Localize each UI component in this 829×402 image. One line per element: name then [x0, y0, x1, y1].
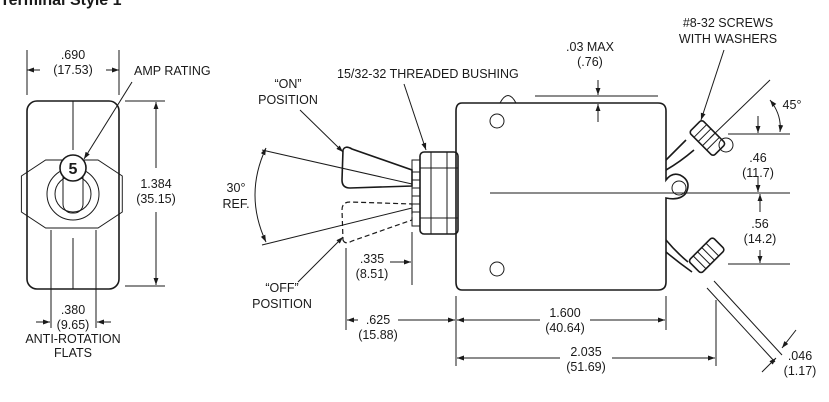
dim-046-in: .046 [788, 349, 812, 363]
on-position-label-line1: “ON” [274, 77, 301, 91]
amp-rating-badge [59, 154, 87, 182]
dim-56-mm: (14.2) [744, 232, 777, 246]
dim-625-mm: (15.88) [358, 328, 398, 342]
height-dimension-in: 1.384 [140, 177, 171, 191]
dim-046-mm: (1.17) [784, 364, 817, 378]
off-position-label-line2: POSITION [252, 297, 312, 311]
amp-rating-label: AMP RATING [134, 64, 211, 78]
breaker-body [455, 102, 689, 291]
on-position-label-line2: POSITION [258, 93, 318, 107]
width-dimension-in: .690 [61, 48, 85, 62]
front-view: 5 .690 (17.53) AMP RATING 1.384 (35.15) … [20, 48, 211, 360]
max-dimension-in: .03 MAX [566, 40, 615, 54]
dim-46-in: .46 [749, 151, 766, 165]
off-position-label-line1: “OFF” [265, 281, 298, 295]
flats-dimension-in: .380 [61, 303, 85, 317]
dim-1600-mm: (40.64) [545, 321, 585, 335]
side-view: 30° REF. “ON” POSITION “OFF” POSITION 15… [222, 16, 816, 378]
threaded-bushing-nut [419, 151, 459, 235]
angle-label: 30° [227, 181, 246, 195]
dim-625-in: .625 [366, 313, 390, 327]
dim-335-mm: (8.51) [356, 267, 389, 281]
amp-rating-value: 5 [69, 161, 78, 178]
toggle-off-position [341, 201, 413, 244]
mounting-hole-bottom [489, 261, 505, 277]
dim-1600-in: 1.600 [549, 306, 580, 320]
screws-label-line1: #8-32 SCREWS [683, 16, 773, 30]
dim-2035-mm: (51.69) [566, 360, 606, 374]
flats-dimension-mm: (9.65) [57, 318, 90, 332]
dim-46-mm: (11.7) [742, 166, 774, 180]
max-dimension-mm: (.76) [577, 55, 603, 69]
dim-335-in: .335 [360, 252, 384, 266]
screw-angle-label: 45° [783, 98, 802, 112]
angle-ref-label: REF. [222, 197, 249, 211]
height-dimension-mm: (35.15) [136, 192, 176, 206]
screw-terminal-bottom [665, 237, 783, 363]
diagram-title: Terminal Style 1 [0, 0, 122, 9]
body-top-tab [499, 95, 517, 104]
screws-label-line2: WITH WASHERS [679, 32, 777, 46]
flats-label-line2: FLATS [54, 346, 92, 360]
width-dimension-mm: (17.53) [53, 63, 93, 77]
screw-terminal-top [665, 120, 734, 171]
mounting-hole-top [489, 113, 505, 129]
flats-label-line1: ANTI-ROTATION [25, 332, 120, 346]
bushing-label: 15/32-32 THREADED BUSHING [337, 67, 519, 81]
dim-56-in: .56 [751, 217, 768, 231]
toggle-on-position [341, 146, 413, 189]
dim-2035-in: 2.035 [570, 345, 601, 359]
